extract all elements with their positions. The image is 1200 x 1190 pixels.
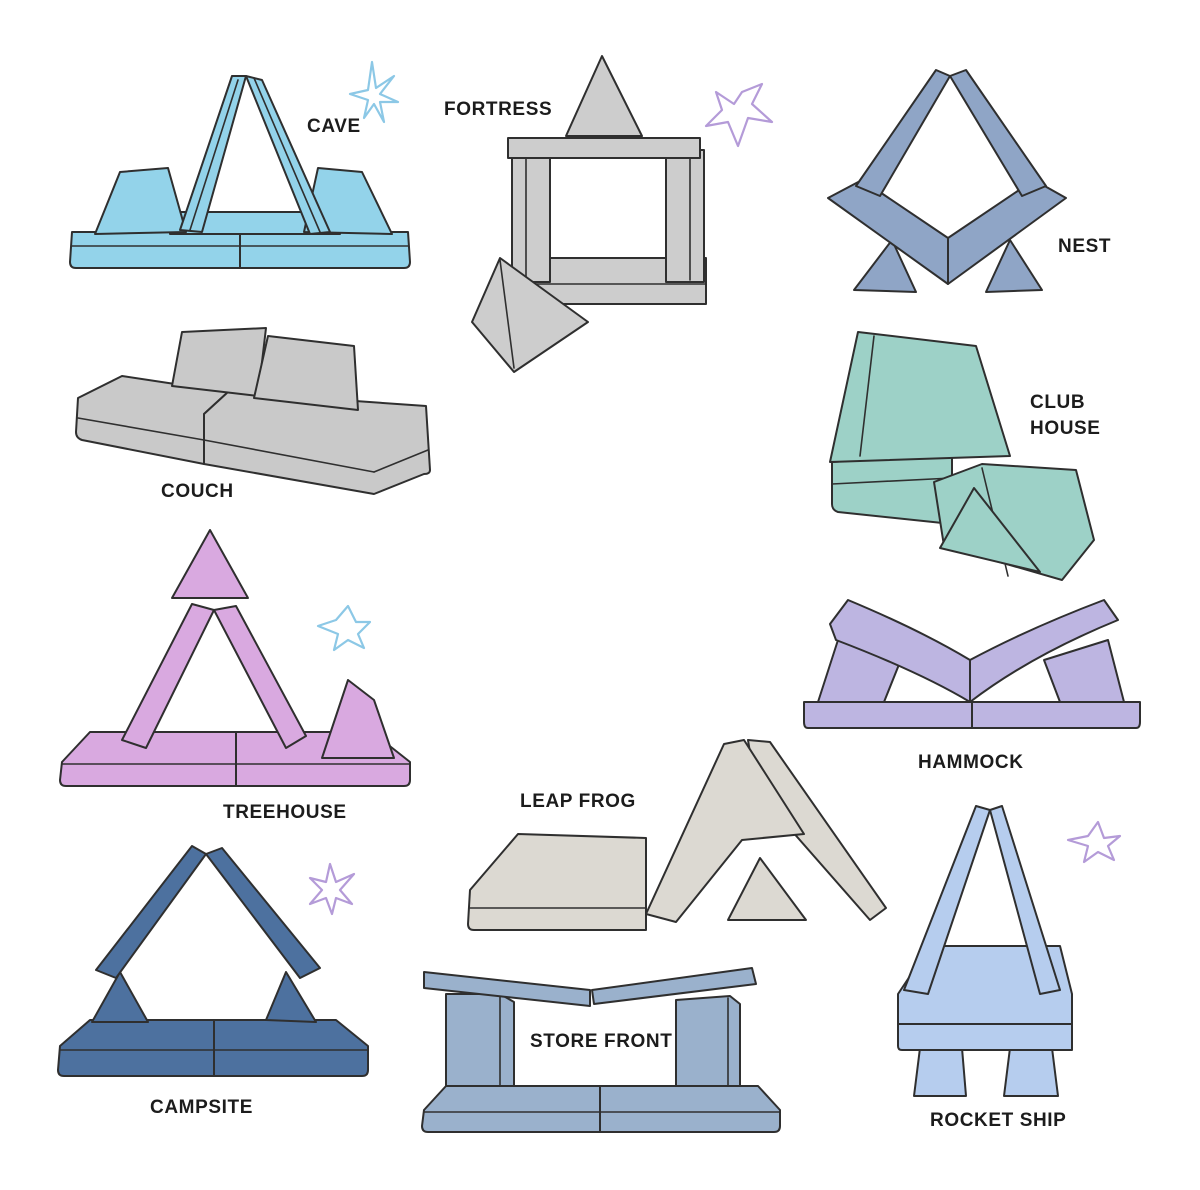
club-house-wedge	[939, 487, 1041, 573]
cave-wedge-right	[303, 167, 393, 235]
store-front-beam-left	[423, 971, 591, 1007]
hammock-base-right	[971, 701, 1141, 729]
club-house-base	[831, 453, 953, 525]
hammock-wedge-right	[1043, 639, 1125, 703]
treehouse-panel-right	[213, 605, 307, 749]
store-front-beam-right	[591, 967, 757, 1005]
label-campsite: CAMPSITE	[150, 1097, 253, 1118]
label-leap-frog: LEAP FROG	[520, 791, 636, 812]
treehouse-panel-left	[121, 603, 215, 749]
nest-panel-upper-left	[855, 69, 951, 197]
star-outline-blue-middle	[316, 604, 372, 652]
hammock-illustration	[803, 599, 1141, 729]
treehouse-peak	[171, 529, 249, 599]
label-cave: CAVE	[307, 116, 361, 137]
fortress-wedge	[471, 257, 589, 373]
club-house-illustration	[829, 331, 1095, 581]
store-front-base-left	[421, 1085, 601, 1133]
couch-back-right	[253, 335, 359, 411]
hammock-base-left	[803, 701, 973, 729]
sparkle-star-blue-top	[348, 60, 400, 124]
label-fortress: FORTRESS	[444, 99, 553, 120]
leap-frog-illustration	[467, 739, 887, 931]
label-store-front: STORE FRONT	[530, 1031, 673, 1052]
label-treehouse: TREEHOUSE	[223, 802, 347, 823]
rocket-ship-illustration	[897, 805, 1073, 1097]
cave-illustration	[69, 75, 411, 269]
fortress-pillar-left	[511, 149, 551, 283]
leap-frog-wedge	[727, 857, 807, 921]
fortress-illustration	[471, 55, 707, 373]
cave-wedge-left	[94, 167, 187, 235]
nest-panel-lower-right	[947, 179, 1067, 285]
leap-frog-block	[467, 833, 647, 931]
label-nest: NEST	[1058, 236, 1112, 257]
campsite-base-right	[213, 1019, 369, 1077]
star-outline-purple-bottom	[1066, 820, 1122, 864]
store-front-base-right	[599, 1085, 781, 1133]
fortress-spire	[565, 55, 643, 137]
cave-panel-right	[245, 75, 331, 235]
label-club-house-line1: CLUB	[1030, 392, 1086, 413]
rocket-ship-panel-right	[989, 805, 1061, 995]
campsite-panel-left	[95, 845, 207, 979]
store-front-illustration	[421, 967, 781, 1133]
cave-base-right	[239, 231, 411, 269]
cave-panel-left	[179, 75, 247, 233]
nest-foot-right	[985, 239, 1043, 293]
label-club-house-line2: HOUSE	[1030, 418, 1101, 439]
nest-panel-upper-right	[949, 69, 1047, 197]
fortress-lintel	[507, 137, 701, 159]
campsite-panel-right	[205, 847, 321, 979]
sparkle-star-purple-bottom	[308, 862, 356, 916]
campsite-wedge-left	[91, 971, 149, 1023]
store-front-pillar-left	[445, 993, 515, 1087]
store-front-pillar-right	[675, 995, 741, 1087]
cave-base-left	[69, 231, 241, 269]
campsite-wedge-right	[265, 971, 317, 1023]
couch-back-left	[171, 327, 267, 397]
rocket-ship-foot-left	[913, 1047, 967, 1097]
hammock-panel-right	[969, 599, 1119, 703]
star-outline-purple-top	[704, 82, 774, 148]
couch-seat-right	[203, 391, 431, 495]
nest-foot-left	[853, 239, 917, 293]
couch-illustration	[75, 327, 431, 495]
campsite-illustration	[57, 845, 369, 1077]
leap-frog-panel-front	[645, 739, 805, 923]
campsite-base-left	[57, 1019, 215, 1077]
label-couch: COUCH	[161, 481, 234, 502]
label-rocket-ship: ROCKET SHIP	[930, 1110, 1067, 1131]
treehouse-illustration	[59, 529, 411, 787]
fortress-pillar-right	[665, 149, 705, 283]
label-hammock: HAMMOCK	[918, 752, 1024, 773]
rocket-ship-base	[897, 1023, 1073, 1051]
club-house-back	[829, 331, 1011, 463]
treehouse-wedge	[321, 679, 395, 759]
rocket-ship-foot-right	[1003, 1047, 1059, 1097]
nest-illustration	[827, 69, 1067, 293]
